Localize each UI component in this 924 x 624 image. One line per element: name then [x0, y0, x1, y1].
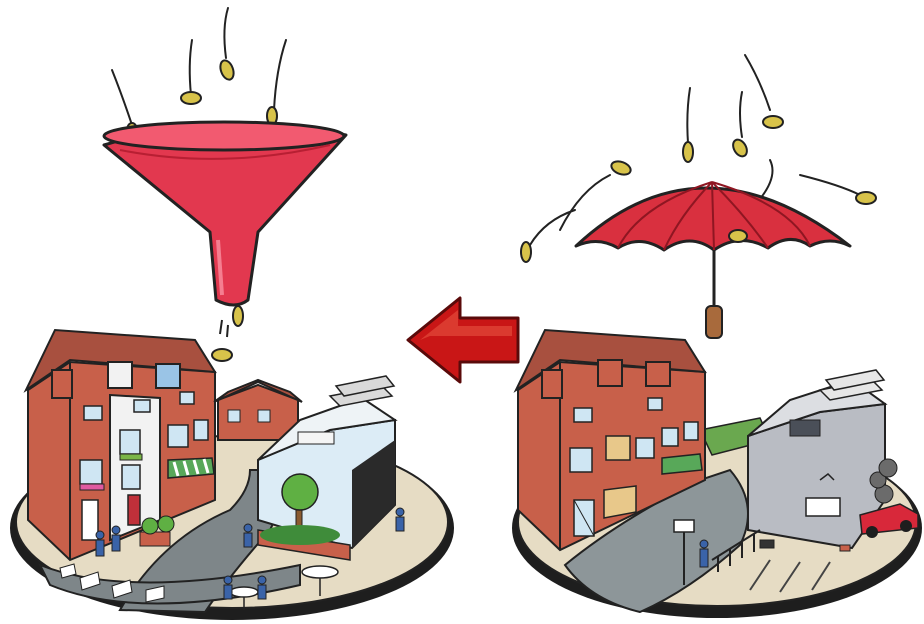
cafe-tables: [229, 565, 339, 610]
fence: [711, 529, 761, 572]
coin: [180, 91, 202, 105]
coin: [610, 160, 632, 176]
terrace-houses: [23, 328, 217, 562]
coin: [520, 241, 532, 263]
declining-town-scene: [512, 328, 922, 618]
coin: [855, 191, 877, 205]
person: [699, 539, 709, 568]
coin: [211, 348, 233, 362]
people: [95, 507, 405, 600]
burnt-car: [859, 458, 919, 538]
coins-exiting-funnel: [211, 305, 244, 362]
back-house: [213, 378, 303, 441]
umbrella-icon: [574, 181, 852, 339]
modern-building: [257, 375, 398, 561]
arrow-left-icon: [406, 296, 520, 384]
road: [118, 469, 287, 614]
coin-motion-lines-left: [111, 7, 287, 126]
coin: [732, 138, 748, 158]
coin: [762, 115, 784, 129]
derelict-building: [747, 369, 888, 550]
coin: [232, 305, 244, 327]
thriving-town-scene: [10, 328, 454, 620]
coin: [219, 59, 235, 81]
road: [563, 468, 749, 614]
coin: [682, 141, 694, 163]
coin: [728, 229, 748, 243]
funnel-icon: [102, 120, 348, 307]
coins-bouncing-off-umbrella: [520, 115, 877, 263]
street-sign: [673, 519, 695, 585]
terrace-houses: [513, 328, 707, 552]
